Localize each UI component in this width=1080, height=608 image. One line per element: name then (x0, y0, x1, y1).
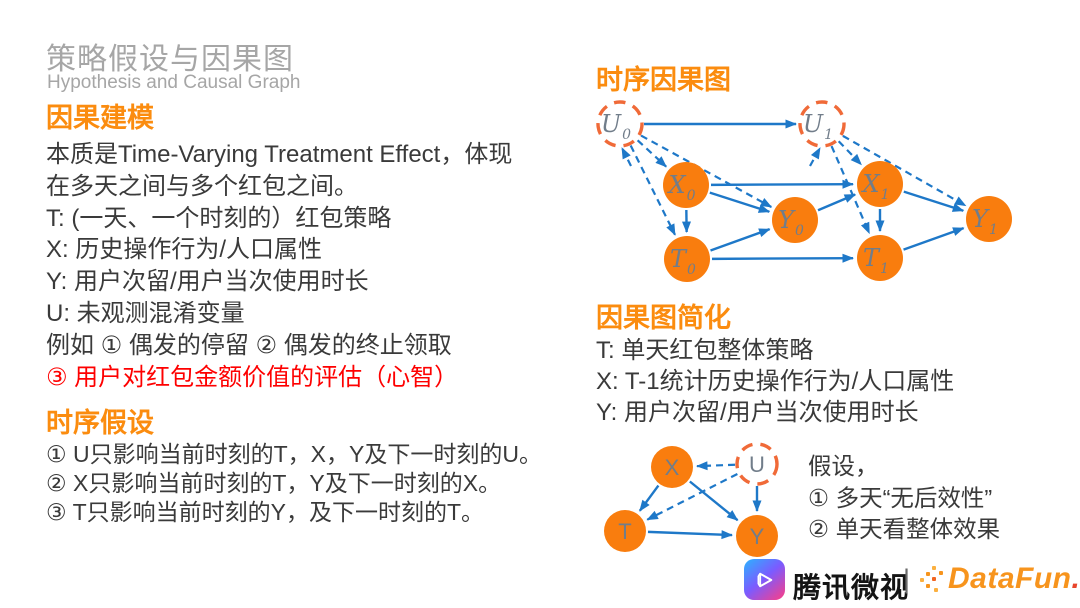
edge-T0-T1 (711, 253, 855, 263)
page-subtitle: Hypothesis and Causal Graph (47, 72, 301, 93)
assumption-line: 假设， (808, 453, 879, 479)
edge-T-Y (647, 530, 734, 540)
hypothesis-item: ① U只影响当前时刻的T，X，Y及下一时刻的U。 (46, 441, 542, 467)
edge-U0-T0 (629, 145, 676, 236)
causal-modeling-text: 本质是Time-Varying Treatment Effect，体现 在多天之… (46, 139, 566, 393)
tencent-weishi-logo-text: 腾讯微视 (793, 572, 910, 603)
node-T0 (664, 236, 710, 282)
page-title: 策略假设与因果图 (46, 43, 294, 76)
node-U1 (798, 100, 846, 148)
node-Y0 (772, 197, 818, 243)
hypothesis-item: ② X只影响当前时刻的T，Y及下一时刻的X。 (46, 469, 502, 496)
definition-line: U: 未观测混淆变量 (46, 299, 245, 327)
edge-U0-X0 (636, 139, 667, 168)
definition-line: X: 历史操作行为/人口属性 (46, 236, 323, 264)
feedback-stub-1 (809, 147, 821, 167)
node-label-Y: Y (750, 524, 765, 549)
definition-line: T: 单天红包整体策略 (596, 337, 814, 364)
node-label-Y1: Y1 (972, 205, 998, 238)
node-label-X0: X0 (666, 171, 695, 204)
temporal-hypothesis-heading: 时序假设 (46, 408, 154, 438)
datafun-dots-icon (920, 566, 943, 592)
datafun-logo-text: DataFun (948, 562, 1072, 595)
edge-T0-Y0 (710, 228, 771, 252)
node-Y1 (966, 196, 1012, 242)
node-X0 (663, 162, 709, 208)
datafun-logo: DataFun. (920, 562, 1080, 596)
edge-Y0-X1 (817, 193, 857, 212)
datafun-logo-period: . (1071, 562, 1080, 595)
node-X1 (857, 161, 903, 207)
assumption-line: ② 单天看整体效果 (808, 516, 1001, 542)
definition-line: Y: 用户次留/用户当次使用时长 (46, 268, 369, 296)
node-label-X: X (665, 455, 680, 480)
simplified-causal-graph: X U T Y (604, 442, 779, 557)
definition-line: Y: 用户次留/用户当次使用时长 (596, 398, 919, 426)
edge-U-T (646, 472, 738, 521)
node-label-T0: T0 (670, 245, 696, 278)
causal-modeling-heading: 因果建模 (46, 103, 154, 133)
tencent-weishi-logo-icon (744, 559, 785, 600)
definition-line: 例如 ① 偶发的停留 ② 偶发的终止领取 (46, 331, 452, 359)
temporal-graph-heading: 时序因果图 (596, 65, 731, 95)
node-Y (736, 515, 778, 557)
edge-T1-Y1 (903, 226, 965, 251)
logo-divider: | (903, 564, 911, 594)
edge-X0-X1 (710, 179, 855, 189)
edge-U1-T1 (830, 145, 871, 235)
definition-line: X: T-1统计历史操作行为/人口属性 (596, 367, 955, 395)
highlight-line: ③ 用户对红包金额价值的评估（心智） (46, 363, 459, 391)
edge-X1-Y1 (903, 190, 965, 212)
node-U0 (596, 100, 644, 148)
feedback-stub-0 (621, 147, 632, 167)
edge-U1-X1 (837, 140, 863, 166)
node-label-Y0: Y0 (778, 206, 804, 239)
node-label-U1: U1 (803, 110, 833, 143)
hypothesis-item: ③ T只影响当前时刻的Y，及下一时刻的T。 (46, 498, 485, 525)
edge-X-Y (689, 480, 739, 522)
definition-line: 本质是Time-Varying Treatment Effect，体现 (46, 141, 513, 168)
edge-X-T (638, 484, 660, 512)
node-label-T: T (618, 519, 631, 544)
node-T (604, 510, 646, 552)
node-label-T1: T1 (863, 244, 889, 277)
edge-U0-Y0 (640, 134, 773, 208)
definition-line: 在多天之间与多个红包之间。 (46, 172, 358, 200)
node-label-U: U (749, 452, 765, 477)
simplify-heading: 因果图简化 (596, 303, 731, 333)
temporal-hypothesis-items: ① U只影响当前时刻的T，X，Y及下一时刻的U。 ② X只影响当前时刻的T，Y及… (46, 440, 576, 526)
definition-line: T: (一天、一个时刻的）红包策略 (46, 204, 392, 232)
assumption-line: ① 多天“无后效性” (808, 484, 993, 511)
node-T1 (857, 235, 903, 281)
node-U (735, 442, 779, 486)
assumption-text: 假设， ① 多天“无后效性” ② 单天看整体效果 (808, 451, 1078, 546)
edge-U-X (695, 461, 736, 471)
simplify-text: T: 单天红包整体策略 X: T-1统计历史操作行为/人口属性 Y: 用户次留/… (596, 336, 1066, 428)
node-label-U0: U0 (601, 110, 631, 143)
node-label-X1: X1 (860, 170, 889, 203)
node-X (651, 446, 693, 488)
play-icon (757, 572, 772, 587)
edge-X0-Y0 (709, 191, 771, 213)
